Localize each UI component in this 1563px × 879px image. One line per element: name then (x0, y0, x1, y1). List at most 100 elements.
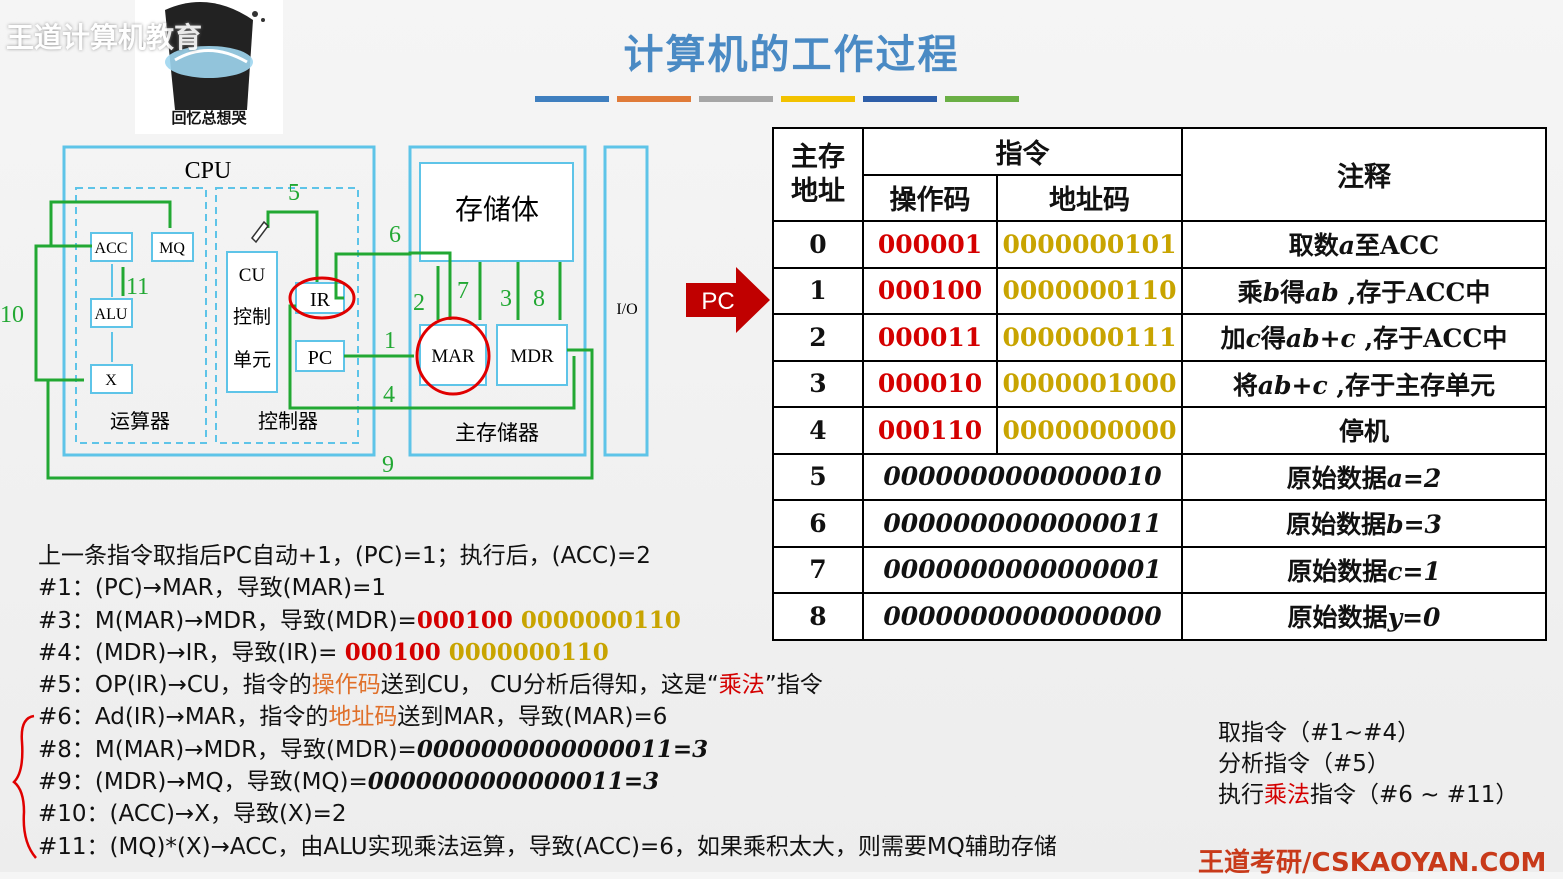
table-row: 1 000100 0000000110 乘b得ab ,存于ACC中 (772, 266, 1547, 315)
table-subheader-row: 操作码 地址码 (773, 173, 1546, 222)
step-address-code: 0000000110 (512, 606, 681, 634)
step-line: 上一条指令取指后PC自动+1，(PC)=1；执行后，(ACC)=2 (38, 543, 651, 569)
step-text: #3：M(MAR)→MDR，导致(MDR)= (38, 607, 417, 634)
color-bar (699, 96, 773, 102)
step-label: 11 (126, 274, 149, 300)
comment-text: 原始数据 (1287, 603, 1388, 633)
comment-text: ,存于ACC中 (1355, 324, 1508, 354)
color-bar (617, 96, 691, 102)
cell-opcode: 000110 (862, 406, 998, 455)
step-label: 6 (389, 222, 401, 248)
step-highlight: 操作码 (311, 672, 381, 699)
header-address-line1: 主存 (791, 141, 845, 173)
header-comment: 注释 (1181, 127, 1547, 222)
step-line: #11：(MQ)*(X)→ACC，由ALU实现乘法运算，导致(ACC)=6，如果… (38, 833, 1057, 860)
summary-execute: 执行乘法指令（#6 ~ #11） (1218, 780, 1518, 811)
step-line: #4：(MDR)→IR，导致(IR)= 000100 0000000110 (38, 637, 1057, 669)
color-bar (863, 96, 937, 102)
io-box (603, 145, 649, 457)
step-text: #6：Ad(IR)→MAR，指令的 (38, 704, 329, 731)
cell-addr: 5 (772, 452, 864, 501)
step-text: ”指令 (764, 672, 823, 699)
comment-var: b=3 (1386, 510, 1442, 540)
cell-addr: 2 (772, 313, 864, 362)
cu-box (226, 251, 278, 393)
cell-comment: 原始数据a=2 (1181, 452, 1547, 501)
comment-var: a=2 (1386, 463, 1442, 493)
color-bar (535, 96, 609, 102)
footer-brand: 王道考研/CSKAOYAN.COM (1198, 848, 1547, 878)
ir-label: IR (310, 289, 331, 311)
header-instruction: 指令 (862, 127, 1183, 176)
summary-decode: 分析指令（#5） (1218, 751, 1390, 777)
step-explanations: 上一条指令取指后PC自动+1，(PC)=1；执行后，(ACC)=2 #1：(PC… (38, 540, 1057, 863)
comment-var: b (1262, 277, 1281, 307)
comment-text: 原始数据 (1287, 556, 1388, 586)
step-line: #10：(ACC)→X，导致(X)=2 (38, 801, 347, 828)
comment-var: c=1 (1387, 556, 1441, 586)
mdr-box (496, 324, 568, 386)
comment-var: y=0 (1387, 603, 1441, 633)
pen-icon (251, 220, 269, 244)
watermark: 王道计算机教育 (6, 21, 203, 54)
cell-comment: 取数a至ACC (1181, 220, 1547, 269)
step-opcode: 000100 (344, 638, 441, 666)
table-row: 8 0000000000000000 原始数据y=0 (772, 592, 1547, 641)
comment-text: 得 (1280, 277, 1306, 307)
step-label: 10 (0, 302, 24, 328)
header-address-line2: 地址 (791, 175, 845, 207)
mar-box (419, 324, 487, 386)
meme-caption: 回忆总想哭 (171, 109, 247, 127)
color-bar (781, 96, 855, 102)
alu-group-label: 运算器 (110, 410, 170, 433)
step-label: 7 (457, 278, 469, 304)
comment-var: ab (1305, 277, 1339, 307)
cell-data-value: 0000000000000011 (862, 499, 1183, 548)
alu-group-box (75, 187, 207, 444)
cpu-box (62, 145, 376, 457)
summary-text: 指令（#6 ~ #11） (1310, 782, 1519, 808)
cell-addr: 3 (772, 359, 864, 408)
comment-text: 加 (1220, 324, 1246, 354)
program-memory-table: 主存地址 指令 注释 操作码 地址码 0 000001 0000000101 取… (772, 127, 1547, 641)
cell-opcode: 000010 (862, 359, 998, 408)
crying-cartoon-icon (165, 2, 265, 110)
cu-label-2: 控制 (233, 306, 271, 328)
highlight-circle-mar (415, 316, 491, 396)
cell-addr: 8 (772, 592, 864, 641)
ctrl-group-box (215, 187, 359, 444)
table-row: 2 000011 0000000111 加c得ab+c ,存于ACC中 (772, 313, 1547, 362)
header-address: 主存地址 (772, 127, 864, 222)
cell-opcode: 000011 (862, 313, 998, 362)
step-address-code: 0000000110 (440, 638, 609, 666)
step-line: #6：Ad(IR)→MAR，指令的地址码送到MAR，导致(MAR)=6 (38, 701, 1057, 733)
storage-body-label: 存储体 (455, 194, 539, 226)
mq-label: MQ (159, 240, 185, 257)
summary-text: 执行 (1218, 782, 1264, 808)
cell-comment: 加c得ab+c ,存于ACC中 (1181, 313, 1547, 362)
step-label: 3 (500, 286, 512, 312)
step-text: #4：(MDR)→IR，导致(IR)= (38, 639, 345, 666)
phase-summary: 取指令（#1~#4） 分析指令（#5） 执行乘法指令（#6 ~ #11） (1218, 718, 1518, 811)
acc-box (90, 232, 133, 262)
cell-addr: 1 (772, 266, 864, 315)
comment-text: ,存于ACC中 (1338, 277, 1491, 307)
step-label: 8 (533, 286, 545, 312)
step-line: #3：M(MAR)→MDR，导致(MDR)=000100 0000000110 (38, 605, 1057, 637)
cell-comment: 停机 (1181, 406, 1547, 455)
cu-label: CU (239, 265, 266, 286)
comment-text: 取数 (1288, 231, 1339, 261)
step-value: 0000000000000011=3 (367, 768, 660, 796)
cell-address-code: 0000000110 (996, 266, 1183, 315)
ctrl-group-label: 控制器 (258, 410, 318, 433)
step-opcode: 000100 (416, 606, 513, 634)
step-text: #9：(MDR)→MQ，导致(MQ)= (38, 769, 368, 796)
mq-box (151, 232, 194, 262)
comment-var: ab+c (1257, 370, 1328, 400)
cell-address-code: 0000000101 (996, 220, 1183, 269)
step-value: 0000000000000011=3 (416, 735, 709, 763)
table-row: 5 0000000000000010 原始数据a=2 (772, 452, 1547, 501)
cell-data-value: 0000000000000000 (862, 592, 1183, 641)
step-line: #1：(PC)→MAR，导致(MAR)=1 (38, 575, 387, 602)
cell-comment: 原始数据y=0 (1181, 592, 1547, 641)
